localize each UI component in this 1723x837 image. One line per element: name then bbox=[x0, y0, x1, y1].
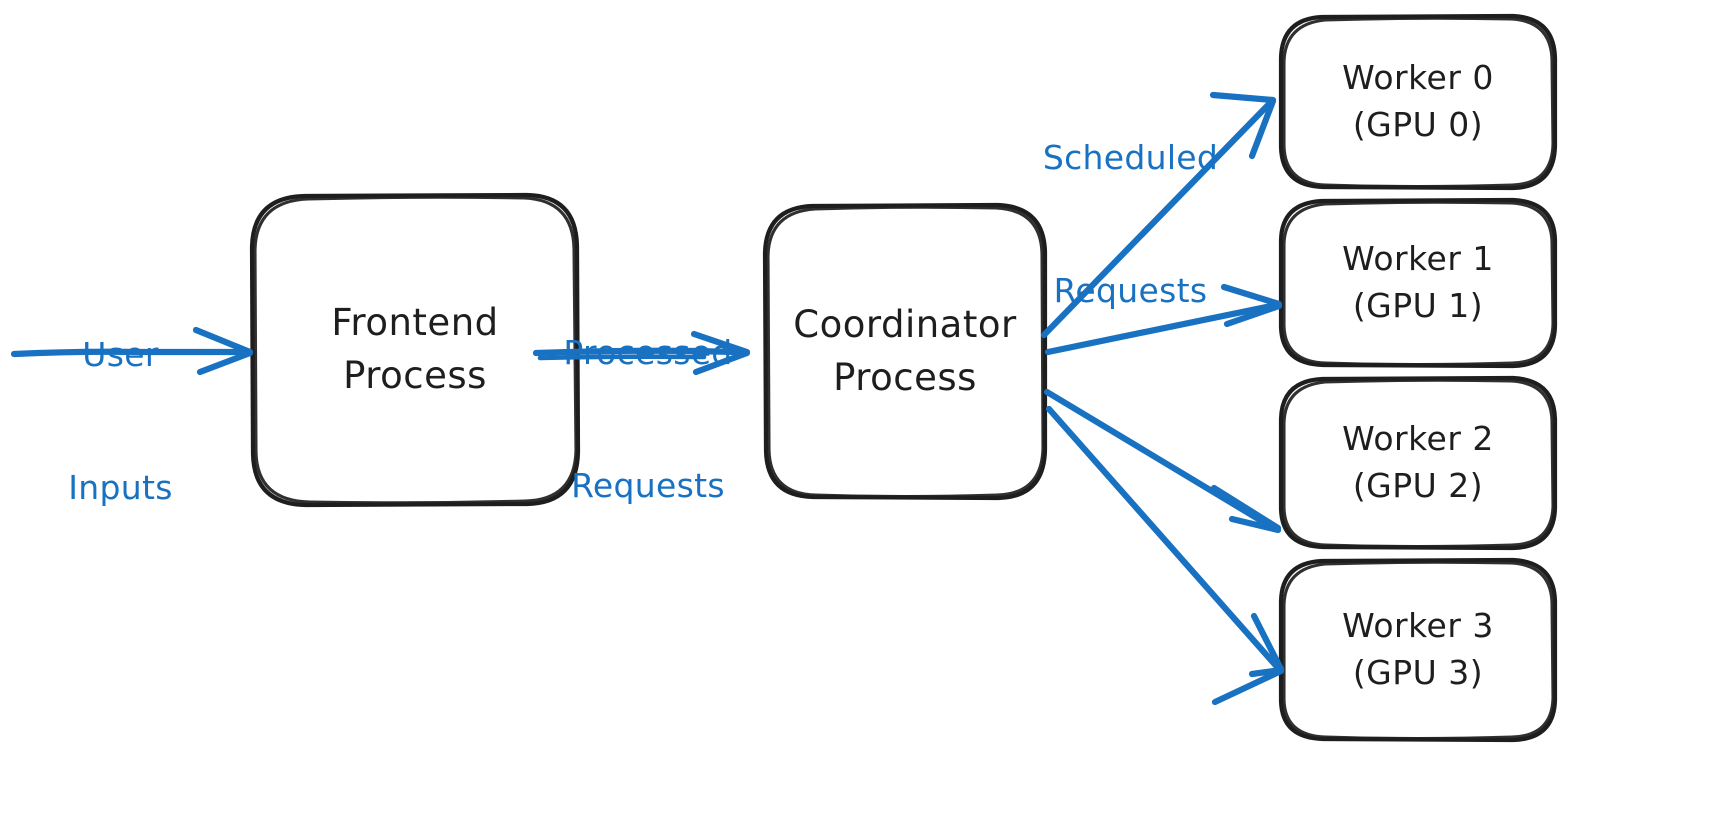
frontend-process-box[interactable] bbox=[249, 192, 581, 508]
coordinator-process-box[interactable] bbox=[762, 202, 1048, 501]
user-inputs-line1: User bbox=[82, 335, 159, 375]
processed-requests-edge-label: Processed Requests bbox=[548, 243, 748, 597]
arrow-coordinator-to-worker-3 bbox=[1045, 405, 1285, 706]
user-inputs-line2: Inputs bbox=[68, 468, 173, 508]
scheduled-requests-line2: Requests bbox=[1053, 271, 1208, 311]
arrow-coordinator-to-worker-0 bbox=[1040, 91, 1277, 339]
arrow-coordinator-to-worker-2 bbox=[1043, 388, 1282, 534]
arrow-user-to-frontend bbox=[10, 326, 254, 376]
worker-0-box[interactable] bbox=[1278, 13, 1558, 191]
arrow-coordinator-to-worker-1 bbox=[1044, 283, 1283, 356]
scheduled-requests-line1: Scheduled bbox=[1042, 138, 1219, 178]
worker-1-box[interactable] bbox=[1278, 197, 1558, 369]
processed-requests-line2: Requests bbox=[571, 466, 725, 506]
scheduled-requests-edge-label: Scheduled Requests bbox=[1033, 48, 1228, 402]
worker-2-box[interactable] bbox=[1278, 375, 1558, 551]
user-inputs-edge-label: User Inputs bbox=[38, 245, 203, 599]
worker-3-box[interactable] bbox=[1278, 557, 1558, 743]
processed-requests-line1: Processed bbox=[563, 333, 733, 373]
arrow-frontend-to-coordinator bbox=[532, 330, 751, 376]
